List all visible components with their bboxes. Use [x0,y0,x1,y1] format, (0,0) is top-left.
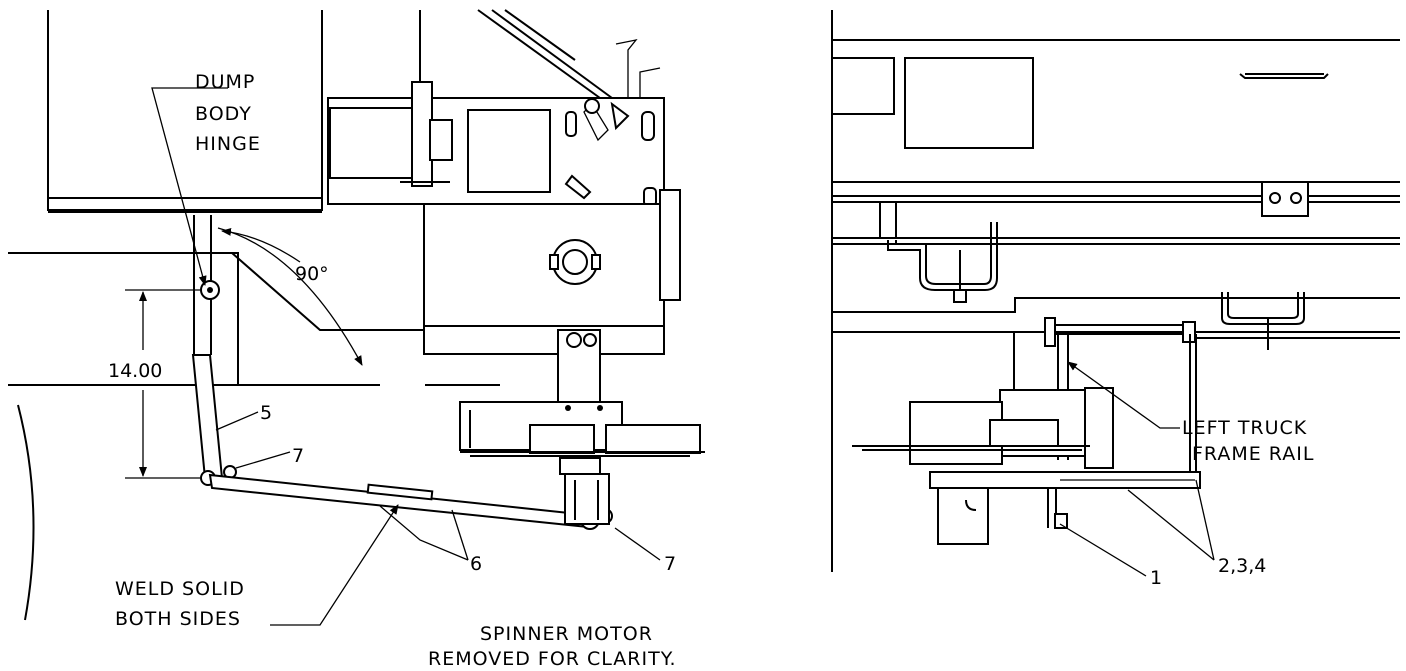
angle-label: 90° [295,263,329,285]
dump-body-rear [831,10,1400,572]
dump-body-hinge-label-1: DUMP [195,71,255,93]
angle-lines [217,227,425,366]
spinner-note-2: REMOVED FOR CLARITY. [428,648,677,670]
balloon-1: 1 [1150,567,1162,589]
dump-body [47,10,323,213]
right-side-view [831,10,1400,577]
spinner-drive [459,329,705,525]
balloon-7-upper: 7 [292,445,304,467]
weld-label-1: WELD SOLID [115,578,245,600]
truck-frame [8,252,500,621]
frame-rail-label-1: LEFT TRUCK [1182,417,1307,439]
balloon-2-3-4: 2,3,4 [1218,555,1266,577]
spinner-chute-housing [327,9,665,207]
u-bolts [879,201,1305,350]
spinner-note-1: SPINNER MOTOR [480,623,653,645]
balloon-5: 5 [260,402,272,424]
dump-body-hinge-label-2: BODY [195,103,252,125]
balloon-7-lower: 7 [664,553,676,575]
left-side-view [8,9,705,626]
frame-rails [832,181,1400,339]
balloon-6: 6 [470,553,482,575]
dump-body-hinge-label-3: HINGE [195,133,261,155]
frame-rail-label-2: FRAME RAIL [1192,443,1314,465]
hinge-bracket [190,215,239,385]
mounting-assembly [852,317,1201,545]
arm-link-5 [191,354,237,486]
dimension-14 [125,289,200,479]
weld-label-2: BOTH SIDES [115,608,241,630]
spinner-lower-box [423,189,681,355]
arm-link-6 [208,473,613,530]
dimension-label: 14.00 [108,360,162,382]
